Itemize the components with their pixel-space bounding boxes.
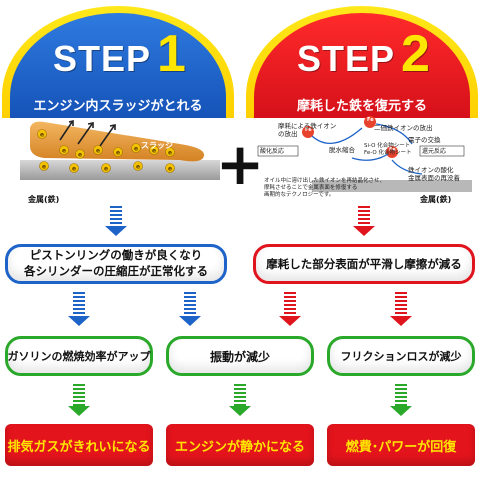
electron-dot bbox=[149, 145, 159, 155]
plus-sign: + bbox=[215, 130, 265, 198]
note-iron-oxidation: 鉄イオンの酸化 金属表面の再没着 bbox=[408, 166, 460, 183]
note-ferrous-ion: 二価鉄イオンの放出 bbox=[374, 124, 433, 132]
note-oxidation: 酸化反応 bbox=[260, 148, 285, 155]
electron-dot bbox=[101, 163, 111, 173]
arrow-blue-to-green1 bbox=[68, 292, 90, 326]
result-fuel-power: 燃費･パワーが回復 bbox=[327, 424, 475, 466]
step1-dome bbox=[2, 6, 234, 118]
electron-dot bbox=[75, 149, 85, 159]
oxidation-box bbox=[257, 145, 299, 157]
note-wear-ions: 摩耗による鉄イオン の放出 bbox=[278, 122, 337, 139]
headers-graphic bbox=[2, 6, 478, 118]
arrow-green1-to-result bbox=[68, 384, 90, 416]
note-reduction: 還元反応 bbox=[422, 148, 447, 155]
step2-dome bbox=[246, 6, 478, 118]
electron-dot bbox=[59, 145, 69, 155]
step1-title-number: 1 bbox=[157, 25, 187, 83]
reaction-arrows bbox=[311, 123, 423, 175]
release-arrows bbox=[59, 119, 116, 147]
fe-label-2: Fe bbox=[367, 117, 374, 123]
arrow-red-to-green2 bbox=[279, 292, 301, 326]
electron-label: e bbox=[40, 132, 44, 139]
electron-label: e bbox=[62, 148, 66, 155]
step2-illustration bbox=[257, 116, 472, 192]
arrow-green3-to-result bbox=[390, 384, 412, 416]
red-effect-box: 摩耗した部分表面が平滑し摩擦が減る bbox=[253, 244, 475, 284]
electron-dot bbox=[37, 129, 47, 139]
blue-effect-box: ピストンリングの働きが良くなり 各シリンダーの圧縮圧が正常化する bbox=[5, 244, 227, 284]
green-box-fuel-efficiency: ガソリンの燃焼効率がアップ bbox=[5, 336, 153, 376]
electron-dot bbox=[131, 143, 141, 153]
fe-label-3: Fe bbox=[389, 147, 396, 153]
arrow-step1-to-blue bbox=[105, 206, 127, 236]
step2-metal-surface bbox=[312, 180, 472, 192]
step1-subtitle: エンジン内スラッジがとれる bbox=[33, 99, 203, 114]
step1-metal-label: 金属(鉄) bbox=[28, 195, 60, 204]
note-bond-catalyst: 脱水縮合 bbox=[329, 146, 355, 154]
step2-title-prefix: STEP bbox=[297, 38, 396, 79]
fe-ion-markers bbox=[302, 116, 398, 158]
electron-dot bbox=[165, 163, 175, 173]
step1-title-prefix: STEP bbox=[53, 38, 152, 79]
arrow-blue-to-green2 bbox=[179, 292, 201, 326]
electron-label: e bbox=[152, 148, 156, 155]
electron-label: e bbox=[168, 166, 172, 173]
electron-label: e bbox=[134, 146, 138, 153]
electron-label: e bbox=[104, 166, 108, 173]
step2-metal-label: 金属(鉄) bbox=[420, 195, 452, 204]
step2-caption: オイル中に溶け出した鉄イオンを再結晶化させ、 摩耗させることで金属表面を修復する… bbox=[264, 178, 386, 198]
note-si-o: Si-O 化合物シート Fe-O 化合物シート bbox=[364, 143, 412, 156]
note-electron-exchange: 電子の交換 bbox=[408, 136, 441, 144]
arrow-red-to-green3 bbox=[390, 292, 412, 326]
fe-label-1: Fe bbox=[305, 127, 312, 133]
arrow-step2-to-red bbox=[353, 206, 375, 236]
electron-label: e bbox=[42, 164, 46, 171]
electron-label: e bbox=[116, 150, 120, 157]
electron-label: e bbox=[78, 152, 82, 159]
electron-dot bbox=[93, 145, 103, 155]
sludge-label: スラッジ bbox=[141, 141, 173, 150]
reduction-box bbox=[419, 145, 465, 157]
electron-label: e bbox=[96, 148, 100, 155]
electron-dot bbox=[69, 163, 79, 173]
electron-label: e bbox=[72, 166, 76, 173]
electron-dot bbox=[165, 147, 175, 157]
sludge-blob bbox=[30, 121, 205, 162]
step2-subtitle: 摩耗した鉄を復元する bbox=[296, 99, 427, 114]
electron-label: e bbox=[168, 150, 172, 157]
green-box-friction: フリクションロスが減少 bbox=[327, 336, 475, 376]
green-box-vibration: 振動が減少 bbox=[166, 336, 314, 376]
electron-dot bbox=[39, 161, 49, 171]
electron-dot bbox=[113, 147, 123, 157]
result-quiet-engine: エンジンが静かになる bbox=[166, 424, 314, 466]
result-exhaust: 排気ガスがきれいになる bbox=[5, 424, 153, 466]
electron-dot bbox=[133, 161, 143, 171]
step2-title-number: 2 bbox=[401, 25, 431, 83]
electron-label: e bbox=[136, 164, 140, 171]
arrow-green2-to-result bbox=[229, 384, 251, 416]
